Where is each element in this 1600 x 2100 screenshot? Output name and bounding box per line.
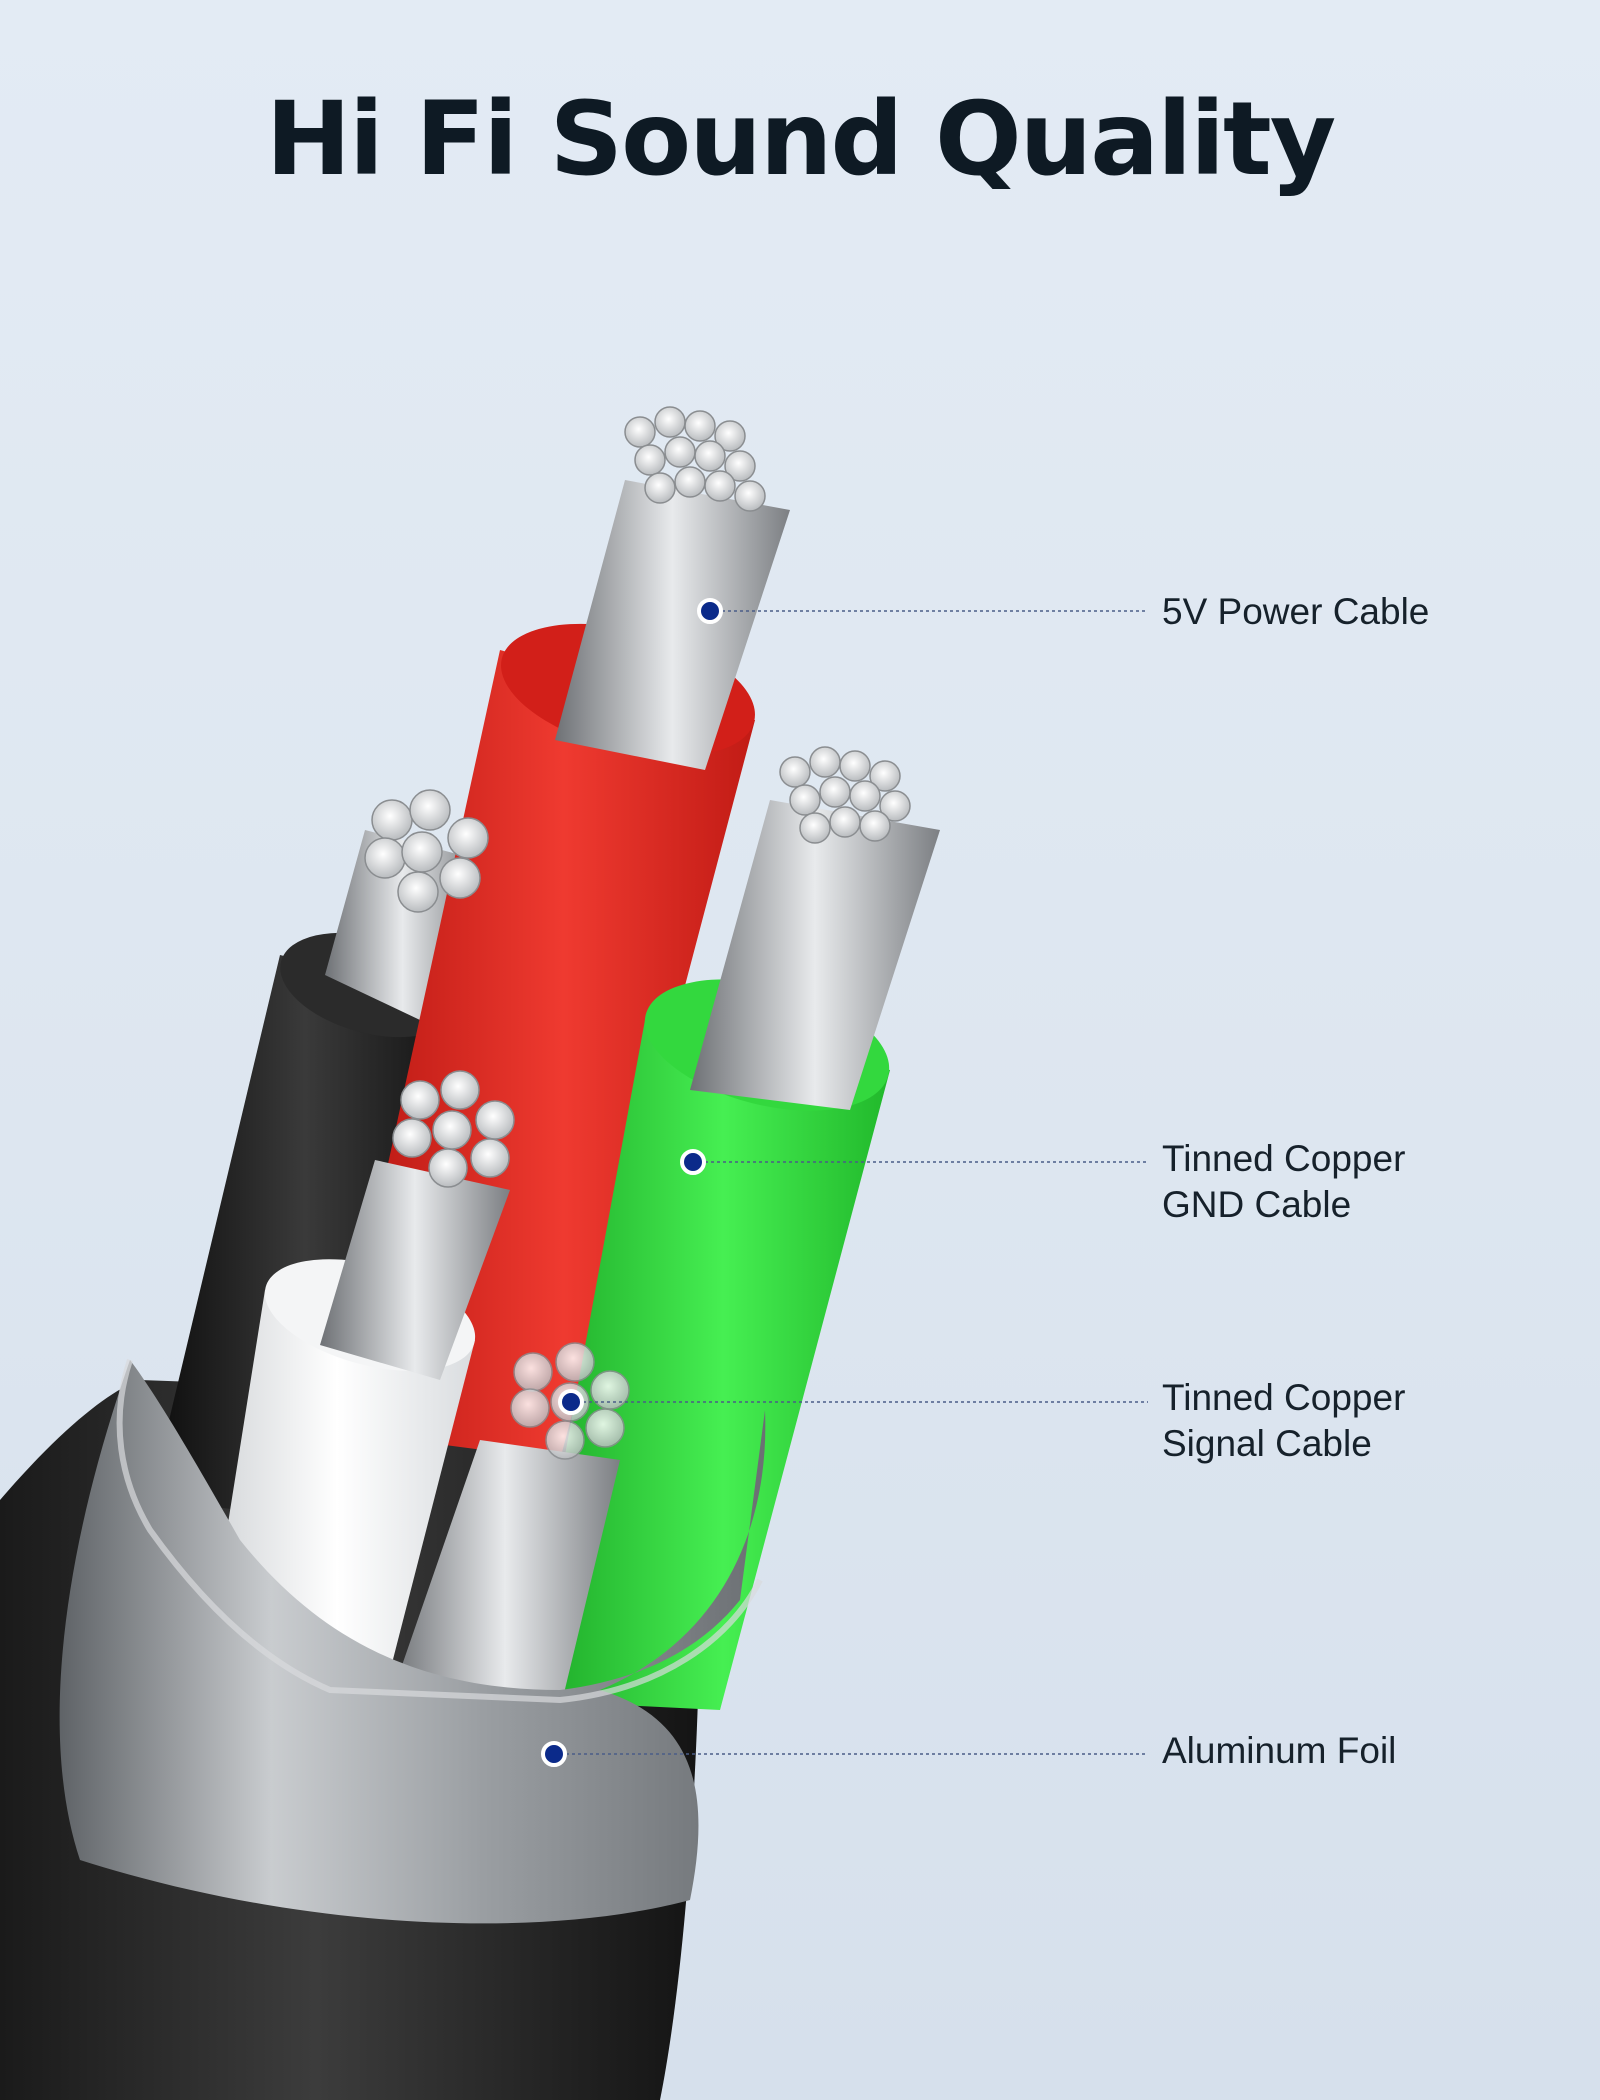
signal-wire xyxy=(390,1440,620,1710)
black-wire-strand-tips xyxy=(364,789,489,913)
red-wire-strand-tips xyxy=(624,406,766,512)
label-line: 5V Power Cable xyxy=(1162,591,1430,632)
label-signal-cable: Tinned Copper Signal Cable xyxy=(1162,1375,1405,1467)
aluminum-foil xyxy=(59,1359,766,1924)
label-5v-power-cable: 5V Power Cable xyxy=(1162,589,1429,635)
label-line: Signal Cable xyxy=(1162,1423,1372,1464)
white-wire-strand-tips xyxy=(392,1070,515,1188)
label-gnd-cable: Tinned Copper GND Cable xyxy=(1162,1136,1405,1228)
callout-dot xyxy=(558,1389,584,1415)
callout-dot xyxy=(541,1741,567,1767)
page-title: Hi Fi Sound Quality xyxy=(265,80,1337,199)
label-line: GND Cable xyxy=(1162,1184,1352,1225)
callout-dot xyxy=(697,598,723,624)
label-line: Tinned Copper xyxy=(1162,1138,1406,1179)
callout-power xyxy=(697,598,1148,624)
callout-foil xyxy=(541,1741,1148,1767)
green-wire-strand-tips xyxy=(779,746,911,844)
label-line: Aluminum Foil xyxy=(1162,1730,1397,1771)
callout-signal xyxy=(558,1389,1148,1415)
green-wire xyxy=(520,800,940,1710)
label-line: Tinned Copper xyxy=(1162,1377,1406,1418)
callout-gnd xyxy=(680,1149,1148,1175)
label-aluminum-foil: Aluminum Foil xyxy=(1162,1728,1396,1774)
signal-wire-strand-tips xyxy=(510,1342,630,1460)
callout-dot xyxy=(680,1149,706,1175)
